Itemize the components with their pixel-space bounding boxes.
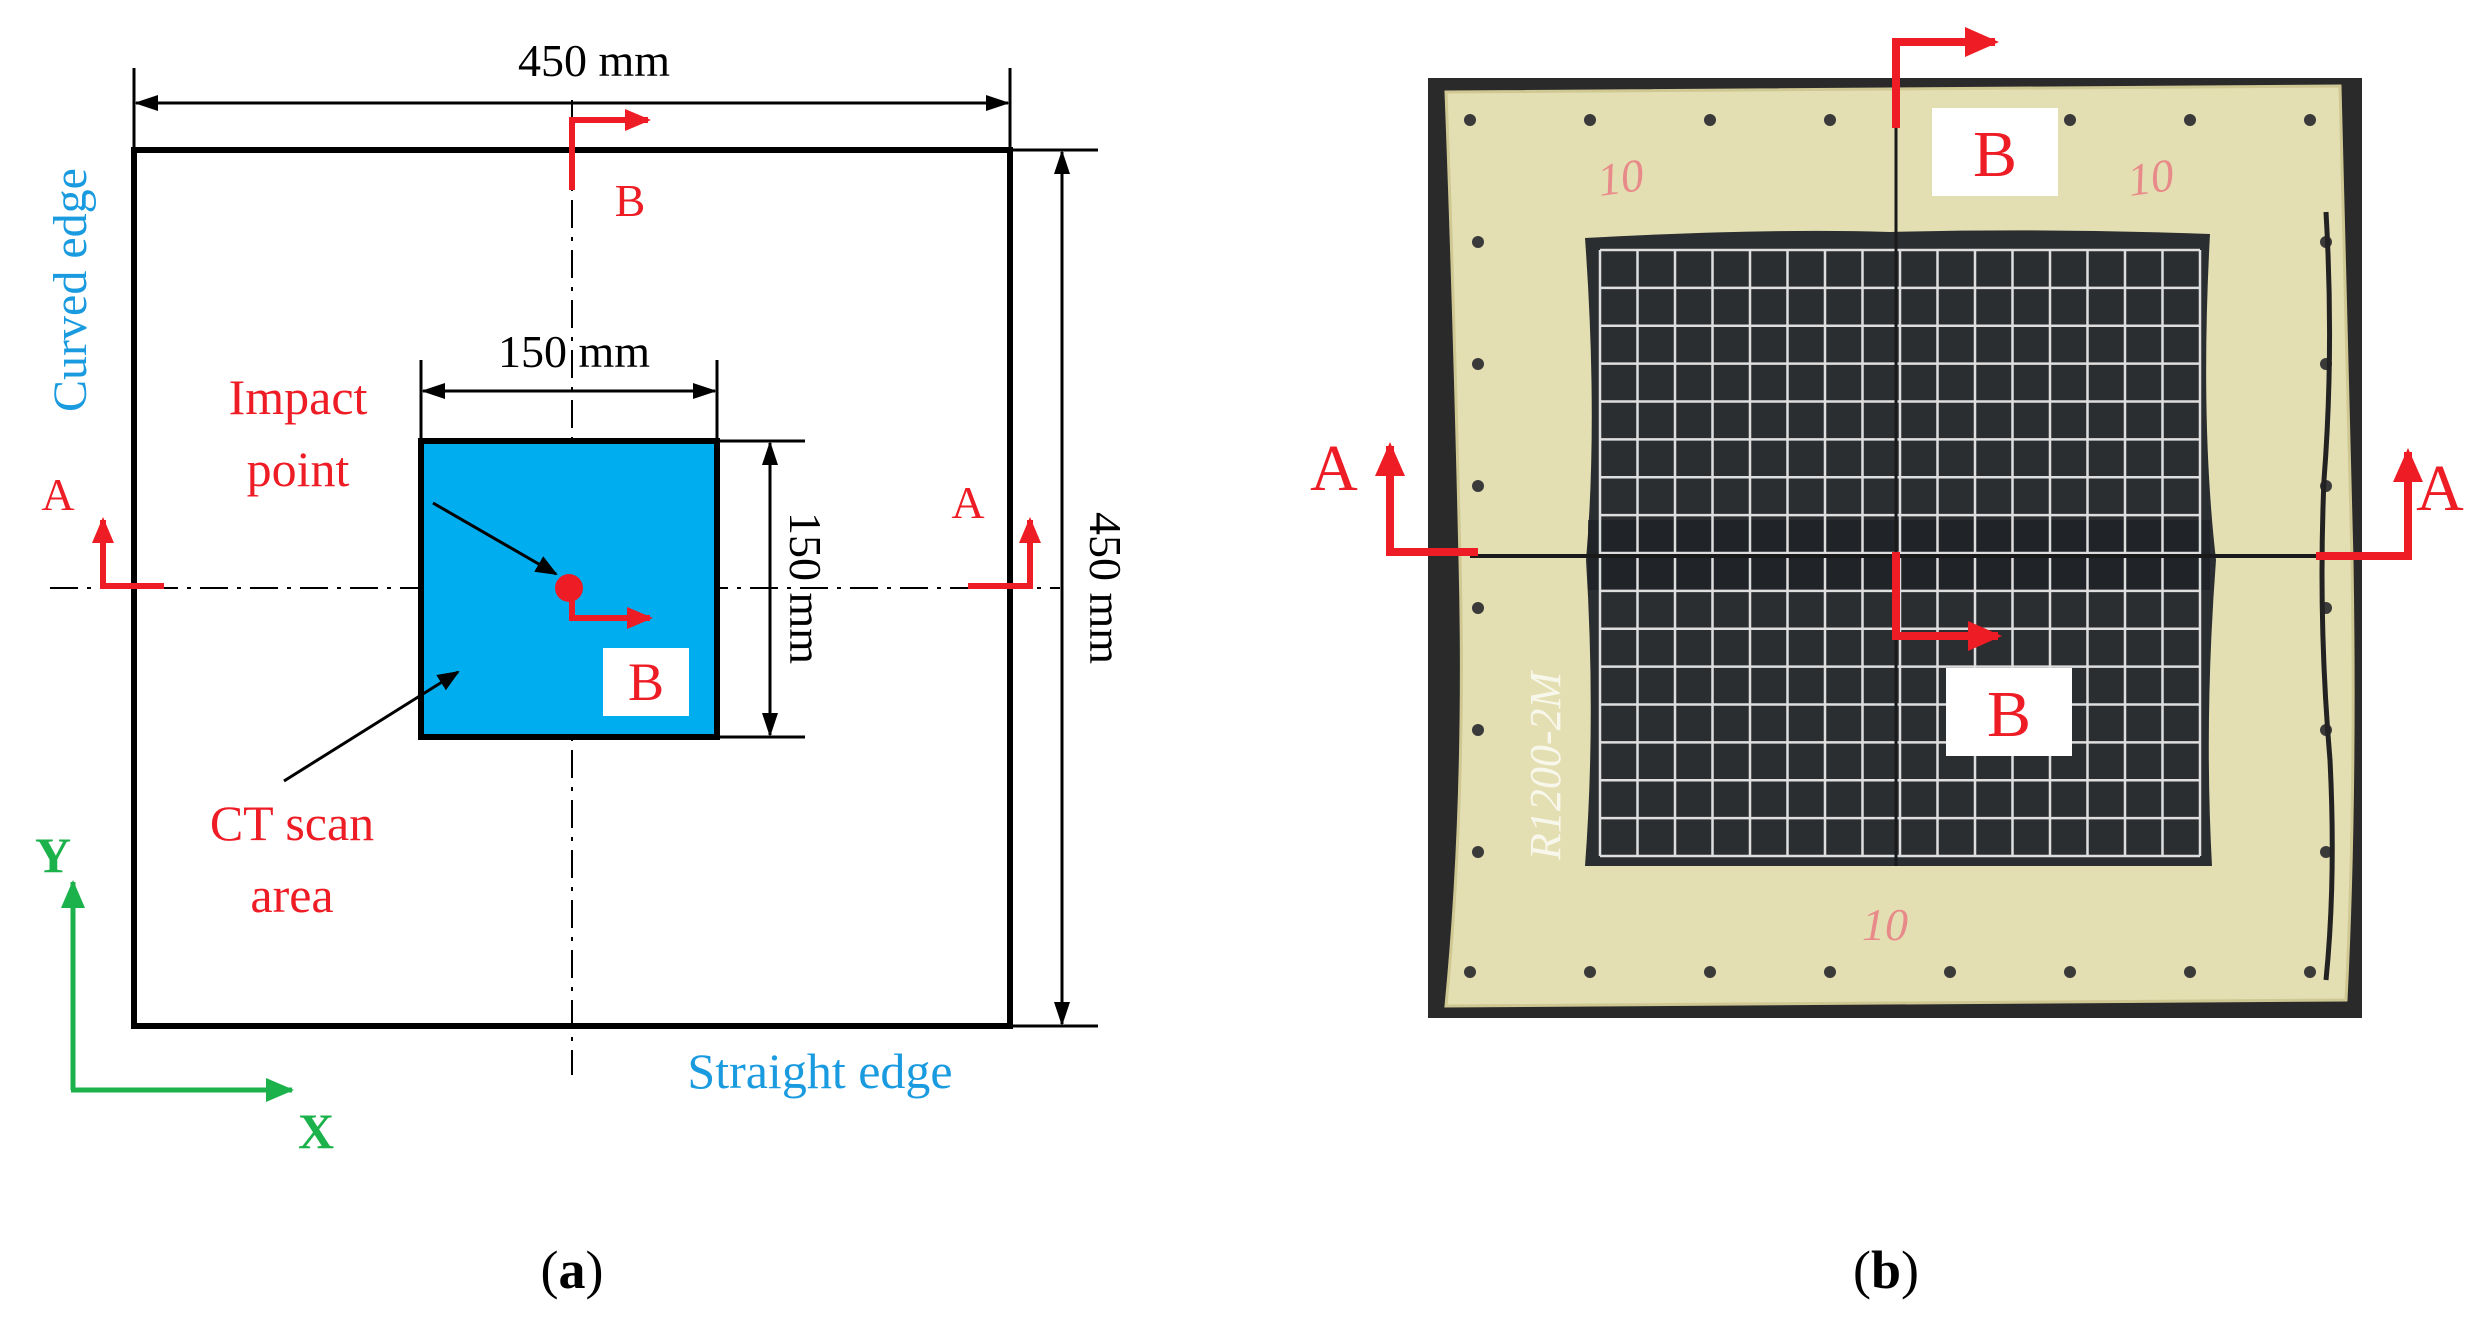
mounting-hole xyxy=(2320,846,2332,858)
photo-section-b-top-symbol xyxy=(1892,27,1999,128)
photo-section-a-left-label: A xyxy=(1310,432,1358,505)
axis-x-label: X xyxy=(298,1103,334,1159)
mounting-hole xyxy=(1824,966,1836,978)
mounting-hole xyxy=(2184,114,2196,126)
caption-b-open: ( xyxy=(1853,1240,1871,1300)
mounting-hole xyxy=(1464,966,1476,978)
dim-inner-h-label: 150 mm xyxy=(780,512,831,664)
photo-section-a-right-label: A xyxy=(2416,452,2464,525)
photo-section-b-center-symbol xyxy=(1892,552,2002,651)
leader-ct-area xyxy=(283,670,460,783)
photo-section-b-center-label-bg xyxy=(1946,668,2072,756)
caption-b: (b) xyxy=(1853,1240,1919,1300)
caption-b-letter: b xyxy=(1871,1240,1901,1300)
mounting-hole xyxy=(1704,966,1716,978)
impact-point-marker xyxy=(555,574,583,602)
label-impact-line1: Impact xyxy=(229,369,368,425)
mounting-hole xyxy=(1472,236,1484,248)
section-a-left-symbol xyxy=(92,517,164,589)
section-b-center-symbol xyxy=(569,590,653,629)
photo-section-a-left-symbol xyxy=(1375,442,1478,556)
caption-a: (a) xyxy=(541,1240,604,1300)
handwriting-10-left: 10 xyxy=(1594,149,1647,206)
label-curved-edge: Curved edge xyxy=(44,168,97,412)
caption-a-close: ) xyxy=(586,1240,604,1300)
handwriting-10-right: 10 xyxy=(2124,149,2177,206)
mounting-hole xyxy=(1824,114,1836,126)
specimen-grid xyxy=(1598,248,2202,858)
mounting-hole xyxy=(1472,358,1484,370)
caption-a-open: ( xyxy=(541,1240,559,1300)
mounting-hole xyxy=(2304,114,2316,126)
handwriting-specimen: R1200-2M xyxy=(1521,669,1570,861)
mounting-hole xyxy=(1944,966,1956,978)
photo-section-b-top-label: B xyxy=(1973,118,2017,191)
section-a-right-label: A xyxy=(951,477,984,528)
mounting-hole xyxy=(2064,966,2076,978)
section-b-center-label: B xyxy=(628,652,664,712)
photo-section-a-right-symbol xyxy=(2316,448,2423,560)
panel-a: 450 mm 450 mm 150 mm 150 mm Curved edge … xyxy=(35,35,1131,1300)
label-impact-line2: point xyxy=(247,441,350,497)
caption-b-close: ) xyxy=(1901,1240,1919,1300)
mounting-hole xyxy=(1472,480,1484,492)
caption-a-letter: a xyxy=(559,1240,586,1300)
mounting-hole xyxy=(1472,724,1484,736)
label-ct-line2: area xyxy=(250,867,333,923)
section-b-center-label-bg xyxy=(603,648,689,716)
dim-right-label: 450 mm xyxy=(1080,512,1131,664)
mounting-hole xyxy=(2184,966,2196,978)
photo-section-b-top-label-bg xyxy=(1932,108,2058,196)
panel-b: 10 10 10 R1200-2M B B A A (b) xyxy=(1310,27,2464,1300)
label-straight-edge: Straight edge xyxy=(687,1043,952,1099)
mounting-hole xyxy=(1464,114,1476,126)
mounting-hole xyxy=(2064,114,2076,126)
axis-y-label: Y xyxy=(35,827,71,883)
photo-section-b-center-label: B xyxy=(1987,678,2031,751)
mounting-hole xyxy=(1584,114,1596,126)
dim-inner-w-label: 150 mm xyxy=(498,326,650,377)
mounting-hole xyxy=(1704,114,1716,126)
section-b-top-label: B xyxy=(615,175,646,226)
label-ct-line1: CT scan xyxy=(210,795,374,851)
leader-impact-point xyxy=(432,501,558,576)
handwriting-10-bottom: 10 xyxy=(1862,899,1908,950)
dim-top-label: 450 mm xyxy=(518,35,670,86)
mounting-hole xyxy=(1472,602,1484,614)
mounting-hole xyxy=(1584,966,1596,978)
mounting-hole xyxy=(2304,966,2316,978)
mounting-hole xyxy=(1472,846,1484,858)
section-a-left-label: A xyxy=(41,469,74,520)
section-a-right-symbol xyxy=(968,517,1041,589)
section-b-top-symbol xyxy=(569,109,651,190)
edge-wire xyxy=(2319,211,2335,981)
